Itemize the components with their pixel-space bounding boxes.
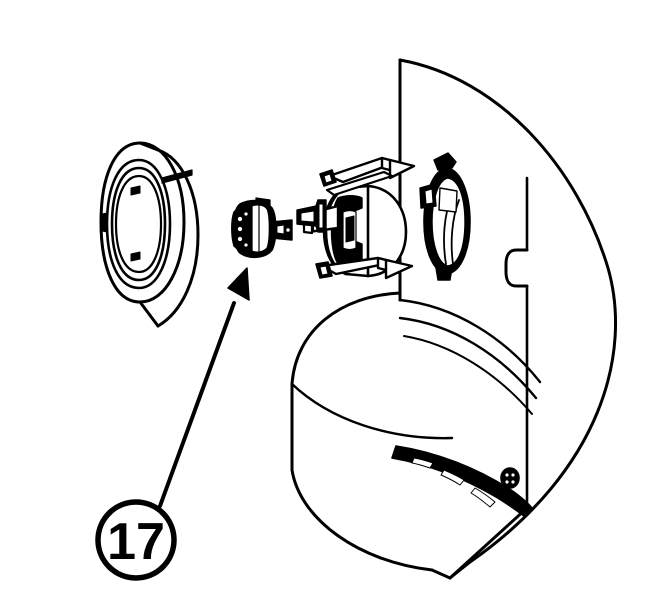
part-mounting-bracket <box>302 156 416 280</box>
part-drum-body <box>290 291 542 580</box>
callout-arrow-head <box>227 267 250 301</box>
callout-bubble[interactable] <box>95 499 177 581</box>
part-pressure-sensor-valve <box>231 197 293 259</box>
callout-label: 17 <box>107 513 165 571</box>
part-panel-grommet <box>419 152 471 281</box>
callout-leader-line <box>158 301 236 508</box>
callout-17[interactable]: 17 <box>95 267 250 581</box>
part-nozzle-tube <box>296 199 327 233</box>
part-filter-cap-ring <box>99 141 200 328</box>
part-curved-panel <box>398 58 618 580</box>
band-screw-head <box>500 467 520 489</box>
part-slot-band <box>391 445 533 517</box>
